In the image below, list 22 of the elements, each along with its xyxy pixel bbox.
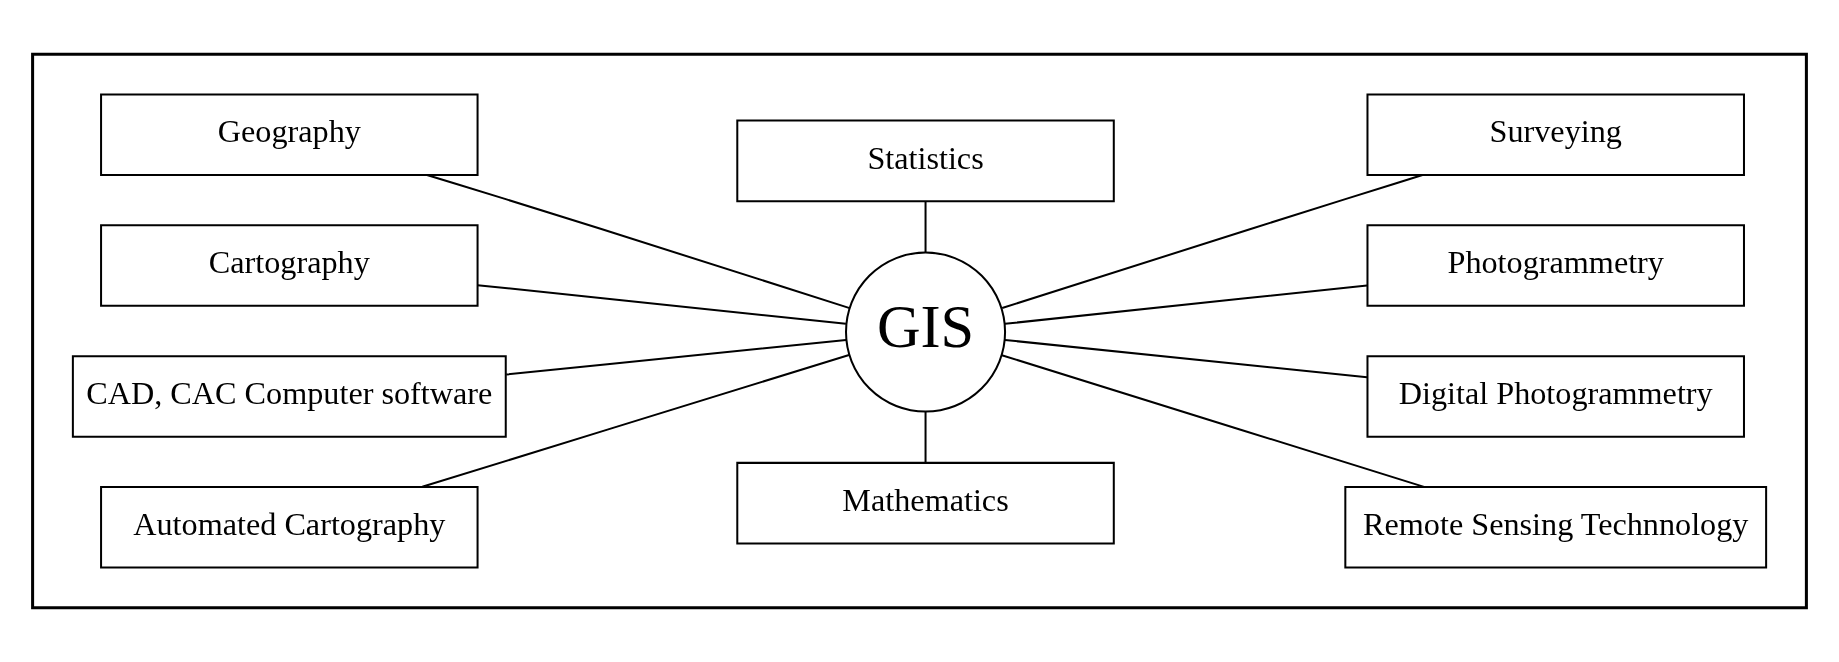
connector [506,338,847,376]
node-box: Statistics [736,119,1115,203]
node-box: Mathematics [736,461,1115,545]
node-circle: GIS [845,251,1007,413]
connector [1004,284,1368,325]
node-box: CAD, CAC Computer software [71,355,507,438]
connector [1001,354,1425,488]
cluster [31,52,1808,610]
node-box: Cartography [100,224,479,307]
connector [1001,174,1423,310]
node-box: Remote Sensing Technnology [1344,486,1768,569]
connector [924,201,927,253]
connector [1004,339,1368,379]
connector [477,284,846,325]
node-box: Geography [100,93,479,176]
connector [422,354,850,488]
node-box: Digital Photogrammetry [1366,355,1745,438]
node-box: Surveying [1366,93,1745,176]
node-box: Automated Cartography [100,486,479,569]
connector [426,174,850,310]
node-box: Photogrammetry [1366,224,1745,307]
connector [924,411,927,463]
